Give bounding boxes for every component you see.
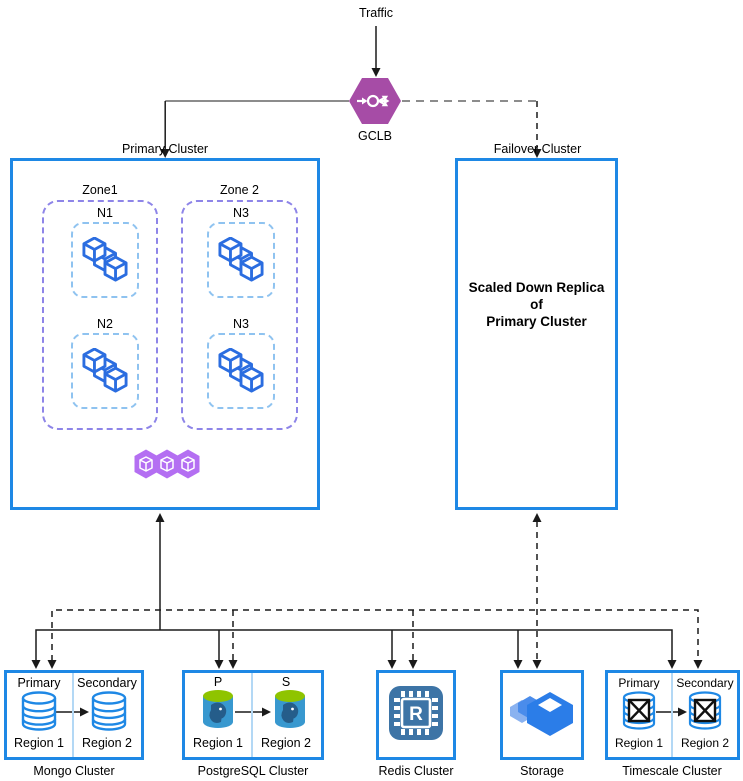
mongo-cluster-title: Mongo Cluster [33, 764, 115, 778]
zone2-box [181, 200, 298, 430]
mongo-cluster-box: Primary Secondary Region 1 Region 2 [4, 670, 144, 760]
node-n2-box [71, 333, 139, 409]
mongo-primary-label: Primary [17, 676, 61, 690]
workloads-cubes-icon [82, 347, 128, 394]
mongo-secondary-database-icon [91, 691, 127, 731]
storage-box [500, 670, 584, 760]
mongo-primary-database-icon [21, 691, 57, 731]
timescale-database-icon [622, 691, 656, 731]
postgresql-cluster-box: P S Region 1 Region 2 [182, 670, 324, 760]
gclb-label: GCLB [357, 129, 393, 143]
failover-cluster-box: Scaled Down Replica of Primary Cluster [455, 158, 618, 510]
redis-chip-letter: R [409, 704, 423, 725]
redis-cluster-box: R [376, 670, 456, 760]
mongo-region1-label: Region 1 [13, 736, 65, 750]
traffic-label: Traffic [358, 6, 394, 20]
workloads-cubes-icon [82, 236, 128, 283]
redis-memorystore-icon: R [388, 685, 444, 741]
zone1-box [42, 200, 158, 430]
timescale-region1-label: Region 1 [614, 736, 664, 750]
zone1-label: Zone1 [82, 183, 118, 197]
postgres-region1-label: Region 1 [192, 736, 244, 750]
primary-cluster-box [10, 158, 320, 510]
mongo-region2-label: Region 2 [81, 736, 133, 750]
postgres-primary-label: P [213, 675, 223, 689]
storage-title: Storage [520, 764, 564, 778]
workloads-cubes-icon [218, 236, 264, 283]
region-divider [72, 673, 74, 757]
node-n2-label: N2 [97, 317, 113, 331]
primary-cluster-label: Primary Cluster [121, 142, 209, 156]
storage-boxes-icon [510, 686, 574, 742]
node-n3b-label: N3 [233, 317, 249, 331]
timescale-database-icon [688, 691, 722, 731]
region-divider [251, 673, 253, 757]
postgresql-cluster-title: PostgreSQL Cluster [197, 764, 309, 778]
node-n1-box [71, 222, 139, 298]
mongo-secondary-label: Secondary [77, 676, 137, 690]
node-n1-label: N1 [97, 206, 113, 220]
gclb-load-balancer-icon [348, 77, 402, 125]
timescale-region2-label: Region 2 [680, 736, 730, 750]
postgresql-icon [273, 688, 307, 732]
timescale-cluster-box: Primary Secondary Region 1 Region 2 [605, 670, 740, 760]
postgres-region2-label: Region 2 [260, 736, 312, 750]
timescale-secondary-label: Secondary [676, 676, 734, 690]
redis-cluster-title: Redis Cluster [378, 764, 454, 778]
workloads-cubes-icon [218, 347, 264, 394]
postgres-secondary-label: S [281, 675, 291, 689]
region-divider [671, 673, 673, 757]
failover-cluster-label: Failover Cluster [493, 142, 582, 156]
node-n3a-box [207, 222, 275, 298]
failover-description: Scaled Down Replica of Primary Cluster [468, 280, 605, 329]
timescale-primary-label: Primary [618, 676, 660, 690]
timescale-cluster-title: Timescale Cluster [622, 764, 722, 778]
zone2-label: Zone 2 [220, 183, 259, 197]
node-n3b-box [207, 333, 275, 409]
node-n3a-label: N3 [233, 206, 249, 220]
pods-icon [133, 447, 201, 482]
postgresql-icon [201, 688, 235, 732]
